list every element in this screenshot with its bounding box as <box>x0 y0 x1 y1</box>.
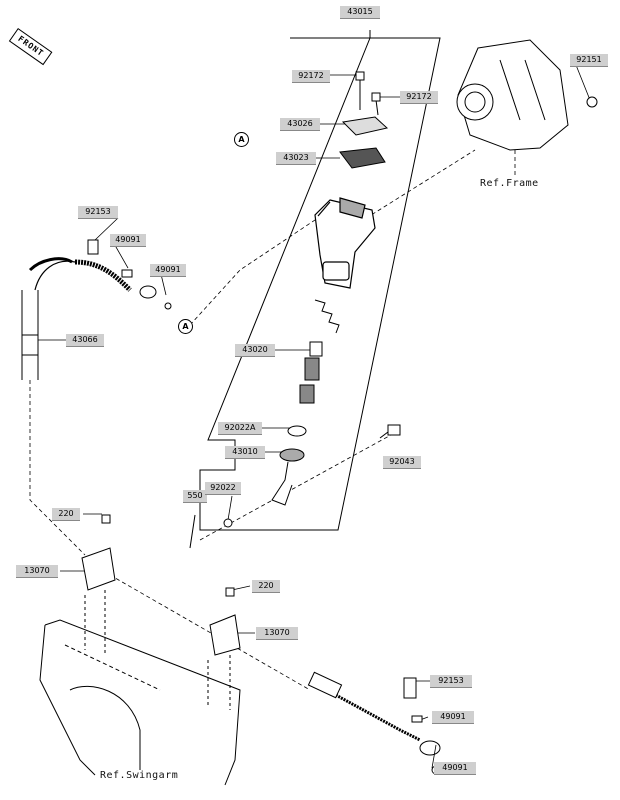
dashed-lines <box>29 149 516 691</box>
assembly-label: 43015 <box>340 6 380 19</box>
clamps <box>81 514 241 710</box>
part-92153-hose-bottom: 92153 <box>430 675 472 688</box>
assembly-outline <box>199 30 441 531</box>
ref-swingarm-label: Ref.Swingarm <box>100 770 179 781</box>
part-49091-bottom-1: 49091 <box>432 711 474 724</box>
callout-a-top: A <box>234 132 249 147</box>
part-49091-bottom-2: 49091 <box>434 762 476 775</box>
master-cylinder <box>314 197 376 289</box>
engine-cover <box>456 39 598 151</box>
part-49091-upper: 49091 <box>110 234 146 247</box>
part-92153-hose-top: 92153 <box>78 206 118 219</box>
part-92151: 92151 <box>570 54 608 67</box>
part-220-right: 220 <box>252 580 280 593</box>
part-92022a: 92022A <box>218 422 262 435</box>
reservoir-cap <box>339 71 389 169</box>
part-92043: 92043 <box>383 456 421 469</box>
part-92172-upper: 92172 <box>292 70 330 83</box>
part-49091-middle: 49091 <box>150 264 186 277</box>
push-rod <box>189 424 401 549</box>
clutch-hose <box>21 239 441 775</box>
ref-frame-label: Ref.Frame <box>480 178 539 189</box>
part-43066: 43066 <box>66 334 104 347</box>
part-43010: 43010 <box>225 446 265 459</box>
part-220-left: 220 <box>52 508 80 521</box>
callout-a-bottom: A <box>178 319 193 334</box>
part-43026: 43026 <box>280 118 320 131</box>
part-43020: 43020 <box>235 344 275 357</box>
swingarm <box>39 619 241 786</box>
part-550: 550 <box>183 490 207 503</box>
piston-kit <box>299 299 340 404</box>
part-92022: 92022 <box>205 482 241 495</box>
part-13070-right: 13070 <box>256 627 298 640</box>
part-43023: 43023 <box>276 152 316 165</box>
leader-lines <box>30 59 591 769</box>
part-92172-lower: 92172 <box>400 91 438 104</box>
part-13070-left: 13070 <box>16 565 58 578</box>
